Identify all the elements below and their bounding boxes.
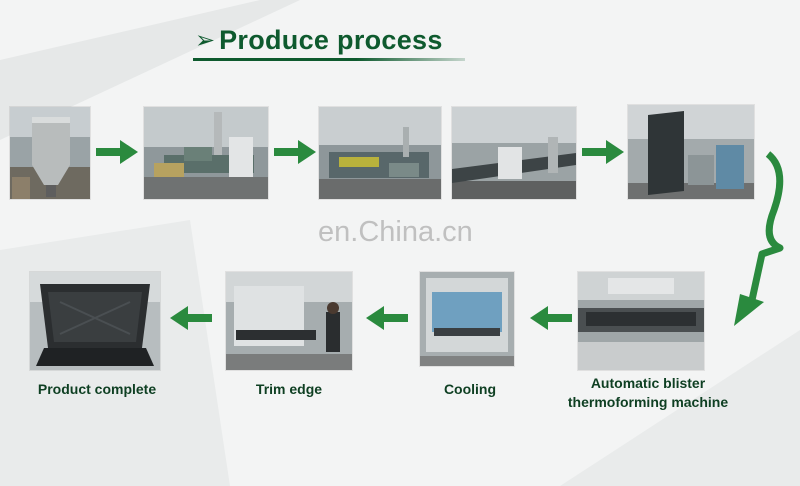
label-blister-thermoforming: Automatic blister thermoforming machine xyxy=(560,374,736,412)
page-title: ➢ Produce process xyxy=(195,20,443,60)
arrow-right-icon xyxy=(96,140,138,164)
photo-sheet-rolling xyxy=(452,107,576,199)
label-cooling: Cooling xyxy=(420,381,520,397)
label-product-complete: Product complete xyxy=(20,381,174,397)
photo-sheet-extrusion xyxy=(319,107,441,199)
label-trim-edge: Trim edge xyxy=(226,381,352,397)
title-underline xyxy=(193,58,465,61)
arrow-left-icon xyxy=(530,306,572,330)
curved-arrow-down-icon xyxy=(722,150,794,328)
photo-trim-edge xyxy=(226,272,352,370)
watermark: en.China.cn xyxy=(318,216,473,249)
photo-silo-hopper xyxy=(10,107,90,199)
title-text: Produce process xyxy=(219,25,443,56)
label-line-2: thermoforming machine xyxy=(560,393,736,412)
photo-blister-thermoforming xyxy=(578,272,704,370)
photo-product-mat xyxy=(30,272,160,370)
arrow-left-icon xyxy=(170,306,212,330)
photo-extruder-line xyxy=(144,107,268,199)
arrow-right-icon xyxy=(274,140,316,164)
arrow-left-icon xyxy=(366,306,408,330)
title-arrow-icon: ➢ xyxy=(195,26,215,54)
arrow-right-icon xyxy=(582,140,624,164)
photo-cooling xyxy=(420,272,514,366)
label-line-1: Automatic blister xyxy=(560,374,736,393)
